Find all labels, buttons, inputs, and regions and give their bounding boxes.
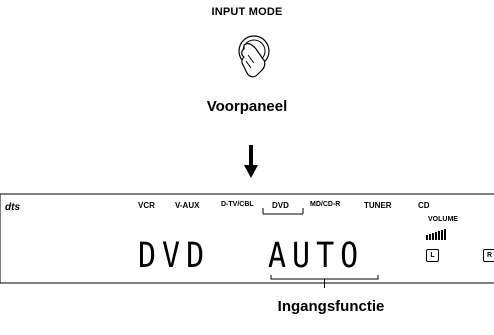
- input-v-aux: V-AUX: [175, 201, 200, 210]
- input-md-cdr: MD/CD-R: [310, 201, 341, 208]
- input-tuner: TUNER: [364, 201, 392, 210]
- input-vcr: VCR: [138, 201, 155, 210]
- volume-meter: [426, 229, 446, 240]
- dts-logo: dts: [5, 202, 20, 213]
- input-mode-label: INPUT MODE: [211, 6, 283, 18]
- source-readout: DVD: [138, 236, 211, 277]
- front-display-panel: [0, 193, 494, 288]
- input-cd: CD: [418, 201, 430, 210]
- display-overlay: dts VCR V-AUX D-TV/CBL DVD MD/CD-R TUNER…: [0, 188, 494, 288]
- input-function-caption: Ingangsfunctie: [277, 298, 385, 315]
- down-arrow-icon: [244, 145, 258, 178]
- input-dtv-cbl: D-TV/CBL: [221, 201, 254, 208]
- hand-press-button-icon: [238, 35, 270, 78]
- channel-right-badge: R: [483, 249, 494, 262]
- input-dvd: DVD: [272, 201, 289, 210]
- channel-left-badge: L: [426, 249, 439, 262]
- front-panel-caption: Voorpaneel: [206, 98, 288, 115]
- volume-label: VOLUME: [428, 216, 458, 223]
- input-mode-readout: AUTO: [268, 236, 365, 277]
